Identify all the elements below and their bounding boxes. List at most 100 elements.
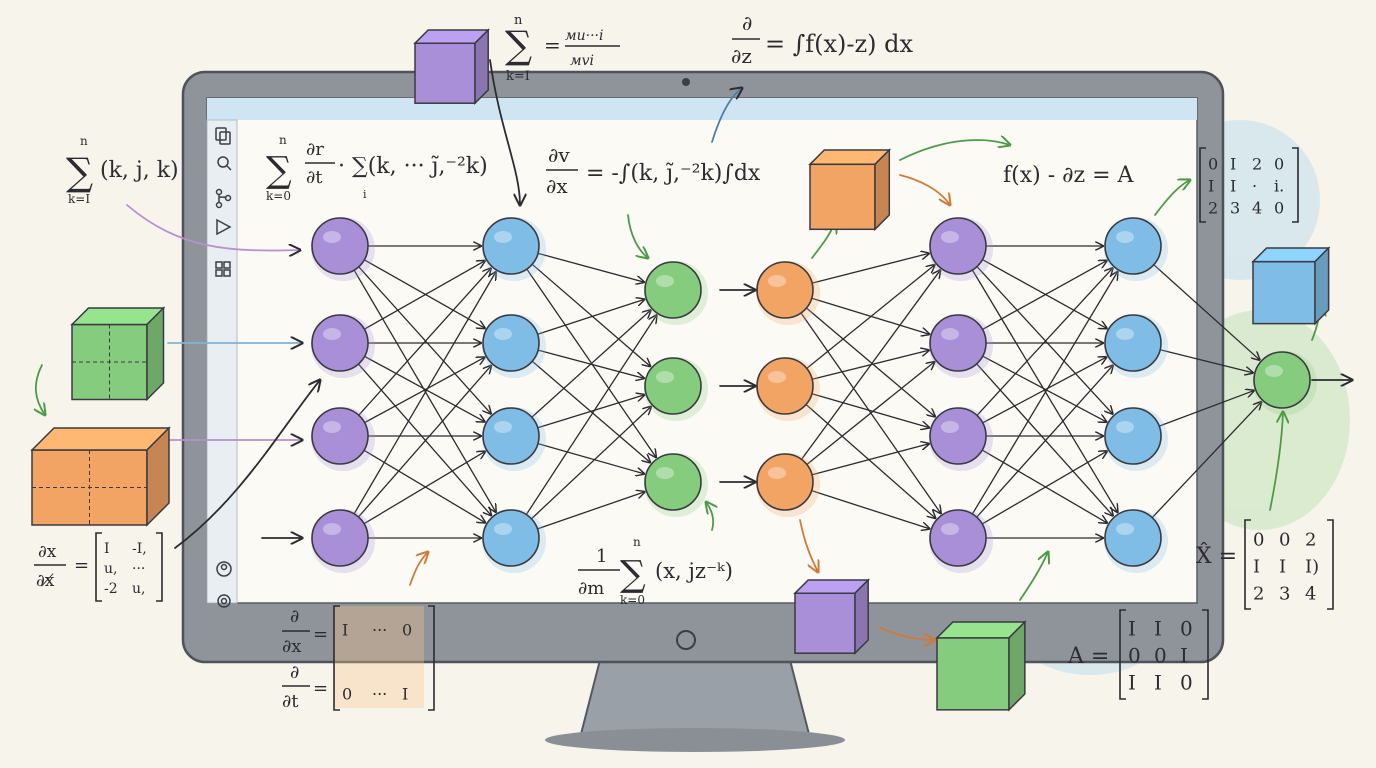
node-input-3: [311, 407, 369, 465]
arrow-cube-to-eq: [899, 140, 1010, 161]
account-icon[interactable]: [216, 561, 232, 577]
equals-sign: =: [313, 678, 328, 699]
edge: [801, 270, 941, 460]
node-highlight: [656, 275, 674, 287]
arrow-sum-to-hidden: [489, 59, 520, 205]
edge: [976, 266, 1113, 414]
matrix-cell: 0: [1180, 671, 1193, 695]
matrix-cell: u,: [104, 561, 117, 577]
cube-front: [794, 592, 856, 654]
monitor-base: [545, 728, 845, 752]
matrix-cell: I: [1154, 617, 1162, 641]
node-hidden-3-3: [756, 453, 814, 511]
node-hidden-1-2: [482, 314, 540, 372]
cube-top: [30, 427, 171, 451]
equals-sign: =: [544, 33, 561, 57]
edge: [811, 253, 929, 284]
cube-purple-6: [793, 578, 871, 656]
edge: [364, 261, 485, 330]
arrow-to-matrix: [1154, 180, 1190, 216]
settings-icon[interactable]: [217, 594, 231, 608]
edge: [364, 355, 485, 421]
matrix-cell: 0: [342, 685, 352, 704]
arrow-cube-to-layer-bottom: [1019, 552, 1048, 601]
sum-symbol: ∑: [66, 150, 93, 194]
sum-body: (x, jz⁻ᵏ): [655, 559, 733, 583]
node-hidden-2-2: [644, 357, 702, 415]
power-button[interactable]: [676, 630, 696, 650]
node-highlight: [494, 421, 512, 433]
matrix-cell: 2: [1208, 199, 1218, 218]
eq-bottom-partials: ∂ ∂x = ∂ ∂t = I···00···I: [282, 605, 435, 712]
bracket-left: [1199, 147, 1206, 223]
edge: [982, 261, 1106, 330]
edge: [806, 265, 935, 369]
cube-front: [1252, 260, 1316, 325]
node-highlight: [323, 231, 341, 243]
bracket-left: [333, 605, 340, 711]
edge: [363, 451, 485, 525]
matrix-cell: 2: [1253, 584, 1264, 605]
screen-titlebar: [207, 98, 1197, 120]
sum-body: · ∑(k, ··· j̃,⁻²k): [338, 154, 488, 179]
play-icon[interactable]: [216, 218, 232, 236]
sidebar-icons: [215, 127, 232, 608]
edge: [976, 365, 1113, 518]
network-edges: [353, 246, 1261, 538]
matrix-cell: I: [1128, 617, 1136, 641]
node-highlight: [941, 421, 959, 433]
matrix-cell: 0: [1154, 644, 1167, 668]
matrix-cell: I: [1230, 177, 1236, 196]
bracket-right: [1292, 147, 1299, 223]
node-hidden-3-1: [756, 261, 814, 319]
arrow-matrix-to-input: [174, 380, 320, 549]
network-nodes: [311, 217, 1317, 573]
search-icon[interactable]: [217, 156, 232, 171]
frac-num: ∂x: [38, 542, 57, 562]
matrix-cell: I: [1180, 644, 1188, 668]
matrix-cell: ···: [132, 561, 145, 577]
matrix-cell: -2: [104, 581, 118, 597]
node-highlight: [768, 467, 786, 479]
node-hidden-4-2: [929, 314, 987, 372]
edge: [537, 395, 645, 429]
copy-icon[interactable]: [215, 127, 231, 145]
cube-side: [854, 578, 869, 656]
node-highlight: [768, 275, 786, 287]
edge: [805, 307, 935, 417]
frac-num: ∂v: [548, 143, 570, 167]
cube-orange-3: [30, 426, 171, 527]
eq-sum-top: n ∑ k=I = мu···i мvi: [505, 13, 620, 84]
node-hidden-5-1: [1104, 217, 1162, 275]
bracket-right: [1202, 609, 1209, 700]
sum-upper: n: [80, 134, 88, 148]
cube-blocks: [30, 28, 1331, 712]
branch-icon[interactable]: [215, 188, 232, 209]
frac-den: мvi: [570, 53, 594, 69]
bracket-right: [156, 532, 163, 602]
cube-front: [414, 42, 476, 104]
node-hidden-2-3: [644, 453, 702, 511]
grid-icon[interactable]: [215, 261, 231, 277]
sum-symbol: ∑: [620, 554, 646, 595]
node-highlight: [941, 523, 959, 535]
matrix-partials: I···00···I: [333, 605, 435, 711]
matrix-cell: I): [1305, 557, 1319, 578]
cube-front: [936, 637, 1010, 711]
node-highlight: [1116, 328, 1134, 340]
edge: [531, 263, 650, 366]
frac-num: ∂r: [306, 139, 324, 160]
bracket-left: [95, 532, 102, 602]
cube-side: [874, 148, 891, 232]
matrix-cell: I: [104, 541, 110, 557]
frac-den: ∂x: [546, 174, 568, 198]
node-hidden-3-2: [756, 357, 814, 415]
matrix-cell: I: [1154, 671, 1162, 695]
equals-sign: =: [74, 555, 89, 576]
matrix-cell: u,: [132, 581, 145, 597]
edge: [531, 310, 651, 418]
node-hidden-1-1: [482, 217, 540, 275]
deriv-den: ∂z: [731, 44, 752, 68]
